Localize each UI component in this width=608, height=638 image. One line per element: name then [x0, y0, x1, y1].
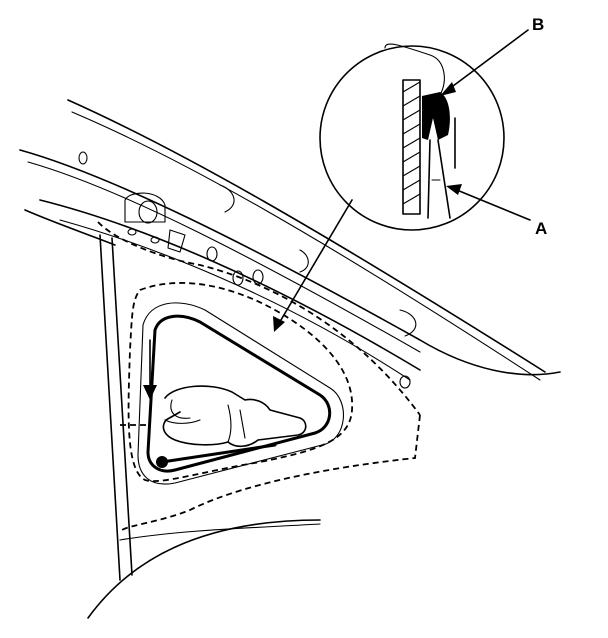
quarter-window-glass	[137, 302, 344, 485]
callout-a: A	[446, 184, 547, 238]
body-panel	[19, 99, 561, 619]
callout-a-label: A	[535, 219, 547, 238]
hand-with-tool	[143, 339, 307, 468]
fastener-holes	[78, 151, 411, 389]
magnified-detail	[319, 43, 505, 231]
callout-b-label: B	[532, 15, 544, 34]
dashed-trim-outline	[97, 221, 421, 531]
cord-end-dot	[156, 456, 168, 468]
magnifier-leader	[273, 199, 353, 332]
seal-lip	[422, 92, 450, 140]
direction-arrow-icon	[143, 385, 157, 400]
callout-b: B	[440, 15, 544, 96]
